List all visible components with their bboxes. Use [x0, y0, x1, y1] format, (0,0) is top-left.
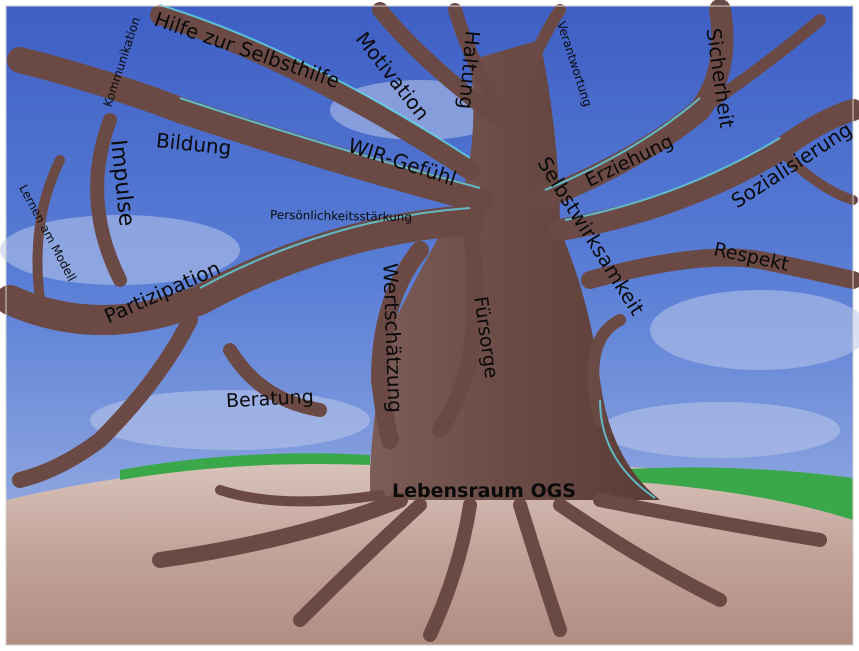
label-lebensraum-ogs: Lebensraum OGS [392, 482, 576, 501]
label-persoenlichkeitsstaerkung: Persönlichkeitsstärkung [270, 209, 412, 223]
label-wertschaetzung: Wertschätzung [380, 263, 405, 413]
label-haltung: Haltung [456, 30, 483, 110]
label-beratung: Beratung [226, 388, 315, 412]
